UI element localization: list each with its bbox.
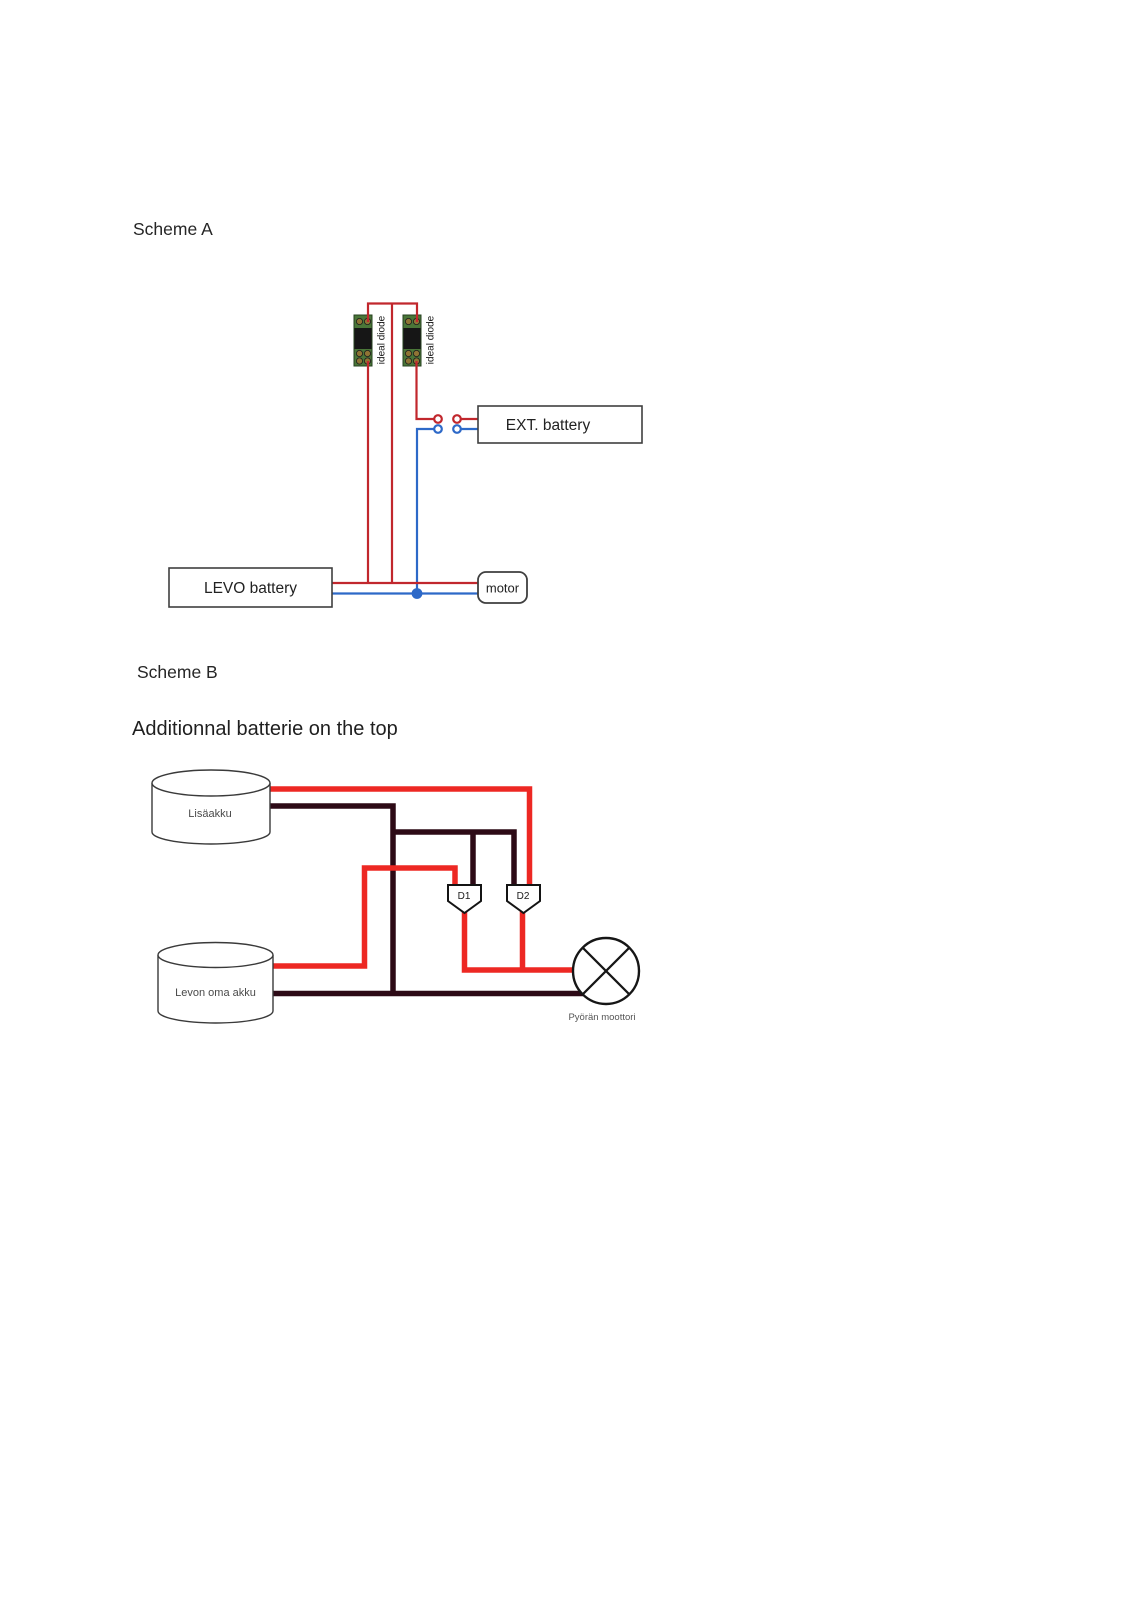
cylinder-body — [157, 955, 274, 1024]
scheme-b-subtitle: Additionnal batterie on the top — [132, 718, 398, 740]
red-wire-lisaakku-d2 — [266, 786, 533, 887]
d1-label: D1 — [458, 891, 471, 902]
levon-oma-akku-cylinder: Levon oma akku — [157, 941, 274, 1024]
lisaakku-label: Lisäakku — [188, 808, 231, 820]
scheme-b-dark-wires — [266, 803, 593, 997]
scheme-a-boxes: EXT. battery LEVO battery motor — [168, 405, 643, 608]
levo-battery-box — [168, 567, 333, 608]
d2-label: D2 — [517, 891, 530, 902]
ideal-diode-label-left: ideal diode — [377, 315, 388, 364]
cylinder-top — [151, 769, 271, 797]
ext-battery-label: EXT. battery — [506, 417, 591, 434]
ext-battery-box — [477, 405, 643, 444]
red-wire-to-connector — [415, 361, 434, 421]
scheme-b-diodes: D1 D2 — [447, 884, 541, 915]
levon-oma-akku-label: Levon oma akku — [175, 987, 256, 999]
dark-wire-branch-d2 — [390, 829, 517, 887]
red-wire-d1-motor — [461, 910, 580, 973]
blue-connector-circle-right — [452, 424, 462, 434]
lisaakku-cylinder: Lisäakku — [151, 769, 271, 845]
ideal-diode-module-right — [402, 314, 422, 367]
motor-label: motor — [486, 581, 520, 596]
blue-junction-dot — [411, 588, 423, 599]
scheme-b-title: Scheme B — [137, 662, 218, 682]
motor-x-icon — [581, 946, 631, 996]
motor-box — [477, 571, 528, 604]
blue-wire-vertical — [415, 427, 434, 594]
scheme-a-diagram: ideal diode ideal diode — [168, 302, 643, 608]
d1-diode-symbol — [447, 884, 482, 915]
ideal-diode-label-right: ideal diode — [426, 315, 437, 364]
scheme-b-diagram: D1 D2 Lisäakku Levon oma akku — [151, 769, 641, 1024]
red-wire-levo-d1 — [266, 865, 458, 969]
diode-body — [354, 328, 372, 349]
d2-diode-symbol — [506, 884, 541, 915]
pyoran-moottori-label: Pyörän moottori — [568, 1012, 635, 1023]
scheme-a-title: Scheme A — [133, 219, 213, 239]
scheme-b-red-wires — [266, 786, 580, 973]
dark-wire-lisaakku — [266, 803, 396, 994]
red-connector-circle-left — [433, 414, 443, 424]
scheme-a-blue-wires — [332, 424, 478, 599]
cylinder-body — [151, 783, 271, 845]
levo-battery-label: LEVO battery — [204, 580, 297, 597]
cylinder-top — [157, 941, 274, 969]
blue-connector-circle-left — [433, 424, 443, 434]
ideal-diode-module-left — [353, 314, 373, 367]
red-connector-circle-right — [452, 414, 462, 424]
wheel-motor-symbol: Pyörän moottori — [568, 936, 641, 1023]
diode-body — [403, 328, 421, 349]
scheme-a-red-wires — [332, 302, 478, 585]
